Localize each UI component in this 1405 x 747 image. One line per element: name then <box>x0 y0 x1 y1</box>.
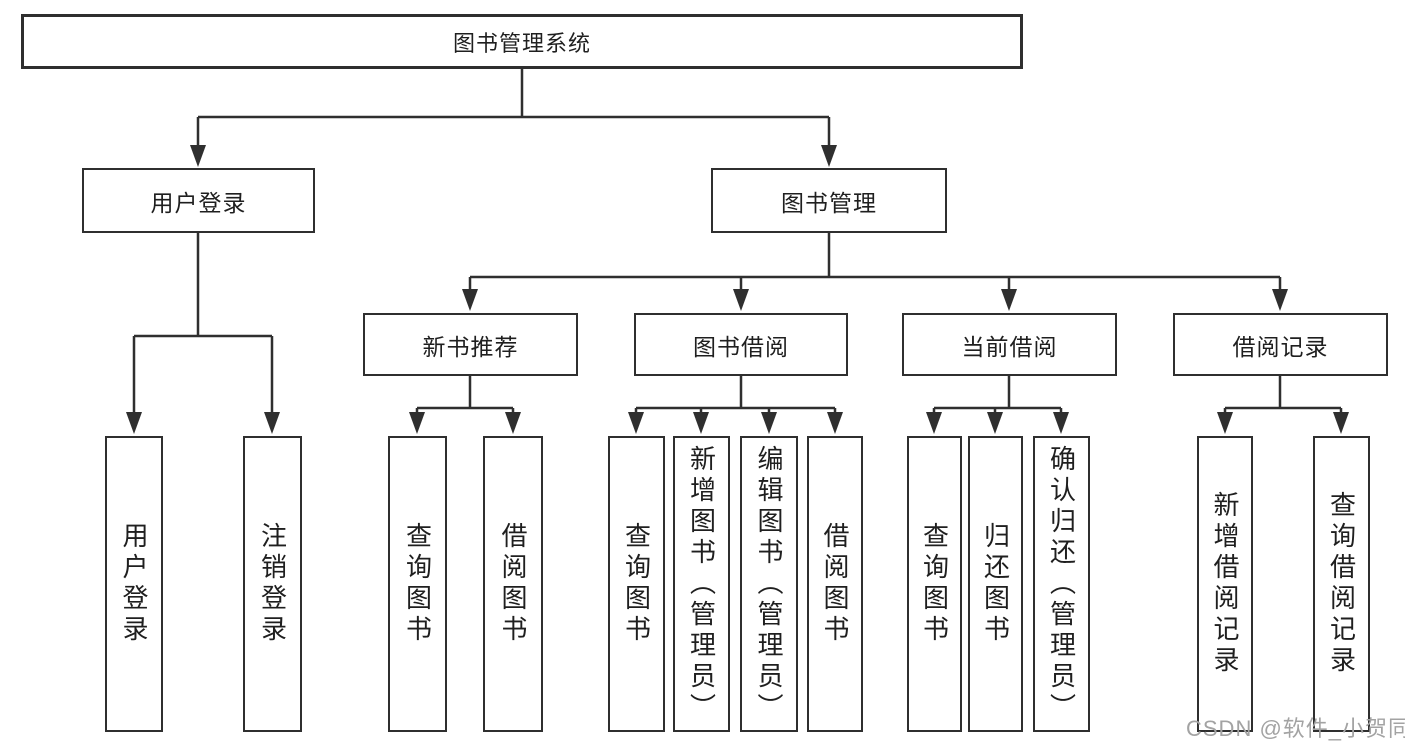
connector-root-to-level2 <box>196 69 831 146</box>
arrowheads <box>126 145 1349 434</box>
leaf-add-borrow-record: 新增借阅记录 <box>1197 436 1253 732</box>
watermark: CSDN @软件_小贺同学 <box>1186 716 1405 741</box>
node-borrow-records: 借阅记录 <box>1173 313 1388 376</box>
node-root: 图书管理系统 <box>21 14 1023 69</box>
node-new-book-recommend: 新书推荐 <box>363 313 578 376</box>
leaf-confirm-return-admin: 确认归还（管理员） <box>1033 436 1090 732</box>
leaf-borrow-books: 借阅图书 <box>807 436 863 732</box>
leaf-return-book: 归还图书 <box>968 436 1023 732</box>
node-book-management: 图书管理 <box>711 168 947 233</box>
leaf-borrow-books-recommend: 借阅图书 <box>483 436 543 732</box>
leaf-add-book-admin: 新增图书（管理员） <box>673 436 730 732</box>
leaf-query-books-borrow: 查询图书 <box>608 436 665 732</box>
leaf-query-books-current: 查询图书 <box>907 436 962 732</box>
connector-borrow-records-to-leaves <box>1223 376 1343 413</box>
connector-new-book-to-leaves <box>415 376 515 413</box>
leaf-edit-book-admin: 编辑图书（管理员） <box>740 436 798 732</box>
node-current-borrow: 当前借阅 <box>902 313 1117 376</box>
leaf-user-login: 用户登录 <box>105 436 163 732</box>
leaf-logout: 注销登录 <box>243 436 302 732</box>
node-book-borrow: 图书借阅 <box>634 313 848 376</box>
node-user-login: 用户登录 <box>82 168 315 233</box>
connector-user-login-to-leaves <box>132 233 274 413</box>
leaf-query-borrow-record: 查询借阅记录 <box>1313 436 1370 732</box>
leaf-query-books-recommend: 查询图书 <box>388 436 447 732</box>
connector-book-borrow-to-leaves <box>634 376 837 413</box>
connector-book-management-to-level3 <box>468 233 1282 290</box>
connector-current-borrow-to-leaves <box>932 376 1063 413</box>
